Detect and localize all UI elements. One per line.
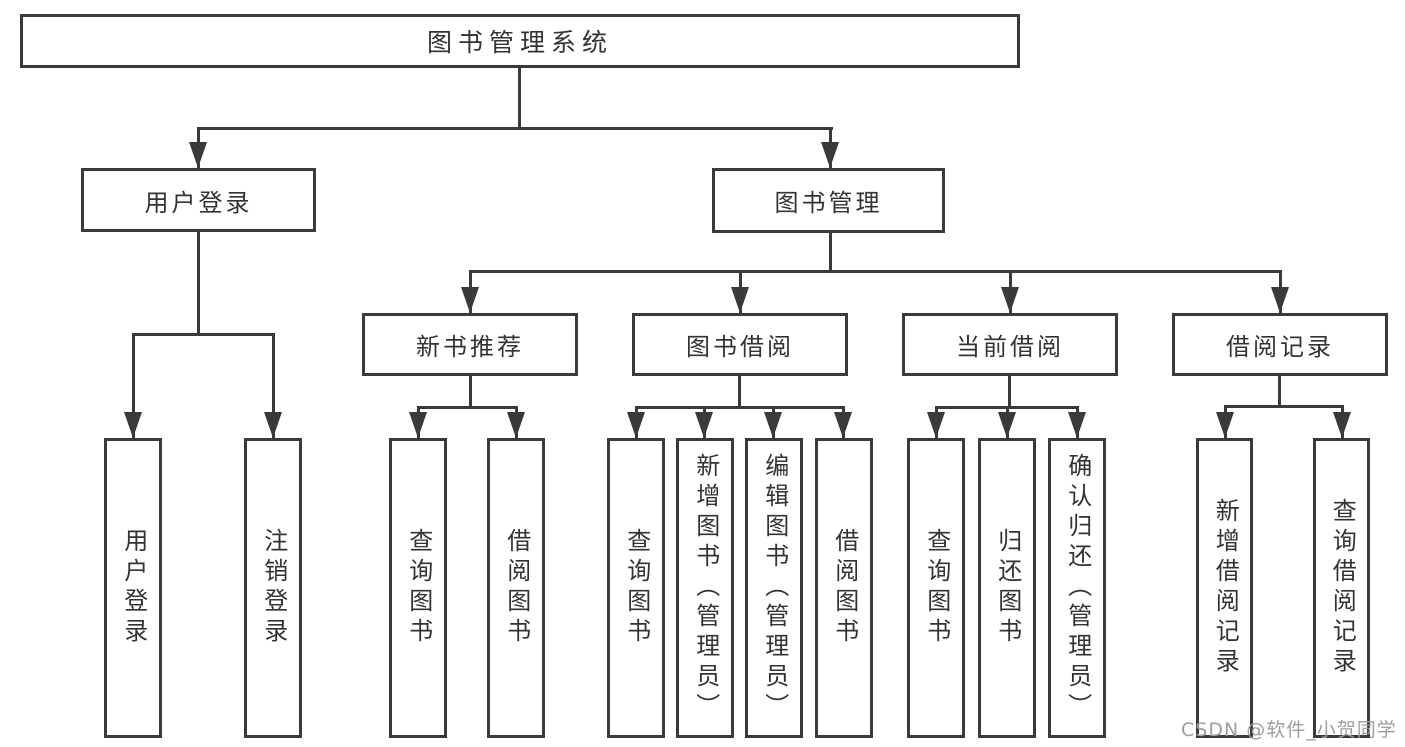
node-new-book-recommend: 新书推荐	[362, 313, 578, 376]
node-root: 图书管理系统	[20, 14, 1020, 68]
connector-arrowhead	[764, 412, 782, 438]
leaf-borrow-books: 借阅图书	[815, 438, 873, 738]
connector-arrowhead	[695, 412, 713, 438]
connector-line	[829, 233, 832, 273]
connector-line	[417, 406, 518, 409]
connector-arrowhead	[927, 412, 945, 438]
leaf-borrow-query-books: 查询图书	[607, 438, 665, 738]
leaf-newbook-query-books-label: 查询图书	[404, 528, 433, 648]
connector-line	[272, 333, 275, 438]
leaf-add-books-admin-label: 新增图书（管理员）	[691, 453, 720, 723]
leaf-edit-books-admin: 编辑图书（管理员）	[745, 438, 803, 738]
node-book-borrowing-label: 图书借阅	[686, 333, 794, 361]
connector-line	[132, 333, 275, 336]
csdn-watermark: CSDN @软件_小贺同学	[1181, 719, 1397, 741]
connector-arrowhead	[1333, 412, 1351, 438]
leaf-newbook-borrow-books-label: 借阅图书	[502, 528, 531, 648]
connector-line	[635, 406, 845, 409]
node-borrowing-records: 借阅记录	[1172, 313, 1388, 376]
node-user-login-label: 用户登录	[144, 188, 253, 217]
leaf-query-borrow-record: 查询借阅记录	[1313, 438, 1370, 738]
leaf-return-books: 归还图书	[978, 438, 1036, 738]
connector-arrowhead	[1068, 412, 1086, 438]
connector-line	[518, 68, 521, 130]
node-user-login: 用户登录	[81, 168, 316, 232]
connector-line	[1008, 376, 1011, 409]
leaf-borrow-books-label: 借阅图书	[830, 528, 859, 648]
leaf-confirm-return-admin-label: 确认归还（管理员）	[1063, 453, 1092, 723]
leaf-borrow-query-books-label: 查询图书	[622, 528, 651, 648]
leaf-return-books-label: 归还图书	[993, 528, 1022, 648]
connector-line	[197, 127, 833, 130]
node-borrowing-records-label: 借阅记录	[1226, 333, 1334, 361]
leaf-query-borrow-record-label: 查询借阅记录	[1328, 498, 1357, 678]
connector-line	[469, 376, 472, 409]
connector-arrowhead	[189, 142, 207, 168]
connector-arrowhead	[731, 287, 749, 313]
leaf-current-query-books: 查询图书	[907, 438, 965, 738]
connector-line	[1278, 376, 1281, 408]
connector-arrowhead	[1271, 287, 1289, 313]
leaf-confirm-return-admin: 确认归还（管理员）	[1048, 438, 1106, 738]
leaf-logout: 注销登录	[244, 438, 302, 738]
connector-arrowhead	[627, 412, 645, 438]
leaf-edit-books-admin-label: 编辑图书（管理员）	[760, 453, 789, 723]
leaf-add-borrow-record-label: 新增借阅记录	[1211, 498, 1240, 678]
connector-line	[469, 270, 1282, 273]
node-current-borrowing-label: 当前借阅	[956, 333, 1064, 361]
connector-arrowhead	[409, 412, 427, 438]
leaf-logout-label: 注销登录	[259, 528, 288, 648]
node-new-book-recommend-label: 新书推荐	[416, 333, 524, 361]
connector-arrowhead	[998, 412, 1016, 438]
node-book-management-label: 图书管理	[774, 189, 883, 217]
connector-arrowhead	[124, 412, 142, 438]
leaf-user-login-label: 用户登录	[119, 528, 148, 648]
leaf-newbook-borrow-books: 借阅图书	[487, 438, 545, 738]
connector-line	[132, 333, 135, 438]
connector-line	[1224, 405, 1344, 408]
leaf-add-borrow-record: 新增借阅记录	[1196, 438, 1253, 738]
connector-arrowhead	[507, 412, 525, 438]
connector-arrowhead	[834, 412, 852, 438]
node-root-label: 图书管理系统	[426, 28, 613, 57]
leaf-current-query-books-label: 查询图书	[922, 528, 951, 648]
connector-arrowhead	[1216, 412, 1234, 438]
connector-arrowhead	[461, 287, 479, 313]
node-book-borrowing: 图书借阅	[632, 313, 848, 376]
connector-line	[738, 376, 741, 409]
leaf-user-login: 用户登录	[104, 438, 162, 738]
leaf-newbook-query-books: 查询图书	[389, 438, 447, 738]
connector-arrowhead	[1001, 287, 1019, 313]
connector-arrowhead	[264, 412, 282, 438]
connector-arrowhead	[821, 142, 839, 168]
connector-line	[197, 232, 200, 336]
node-current-borrowing: 当前借阅	[902, 313, 1118, 376]
leaf-add-books-admin: 新增图书（管理员）	[676, 438, 734, 738]
node-book-management: 图书管理	[712, 168, 945, 233]
